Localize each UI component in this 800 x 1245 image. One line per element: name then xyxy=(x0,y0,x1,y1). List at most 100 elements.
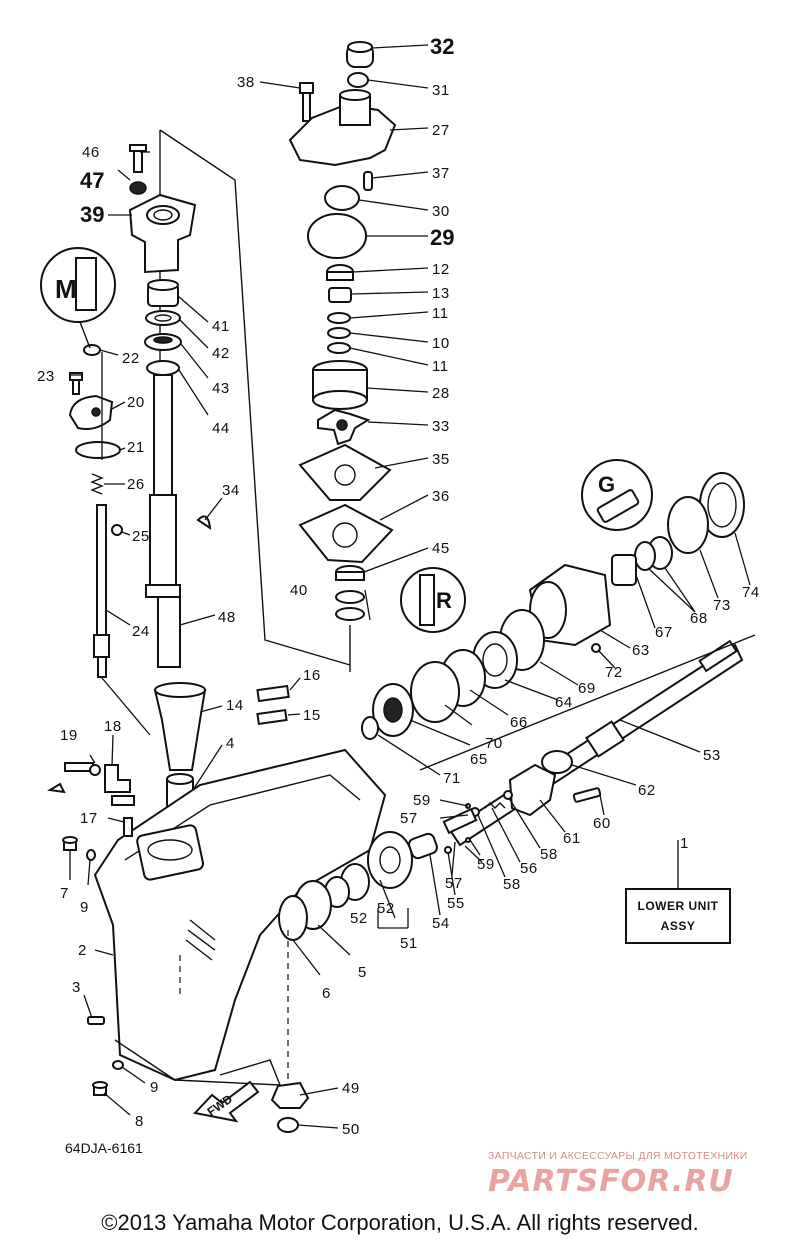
label-6: 6 xyxy=(322,985,331,1002)
label-51: 51 xyxy=(400,935,418,952)
inset-r-letter: R xyxy=(436,588,452,613)
part-2-lower-case xyxy=(93,748,387,1086)
part-35-outer-plate xyxy=(298,443,392,501)
part-13-seal xyxy=(328,287,352,303)
part-25-clip xyxy=(111,524,123,536)
label-11-lower: 11 xyxy=(432,358,449,375)
part-41-bearing xyxy=(147,279,179,307)
inset-r-detail xyxy=(400,567,466,633)
label-52-left: 52 xyxy=(350,910,368,927)
label-40: 40 xyxy=(290,582,308,599)
part-11-oring-upper xyxy=(327,312,351,324)
part-26-spring xyxy=(90,473,104,495)
part-18-hose-fitting xyxy=(104,764,131,793)
label-57-upper: 57 xyxy=(400,810,418,827)
label-19: 19 xyxy=(60,727,78,744)
part-24-shift-rod xyxy=(93,504,110,678)
watermark-logo: PARTSFOR.RU xyxy=(488,1164,734,1199)
part-56-spring xyxy=(484,802,506,809)
label-54: 54 xyxy=(432,915,450,932)
fwd-arrow xyxy=(193,1080,260,1123)
label-9-lower: 9 xyxy=(150,1079,159,1096)
label-52-right: 52 xyxy=(377,900,395,917)
label-50: 50 xyxy=(342,1121,360,1138)
inset-g-letter: G xyxy=(598,472,615,497)
label-39: 39 xyxy=(80,202,104,227)
label-69: 69 xyxy=(578,680,596,697)
part-42-seal xyxy=(145,310,181,326)
label-58-upper: 58 xyxy=(540,846,558,863)
label-71: 71 xyxy=(443,770,461,787)
label-20: 20 xyxy=(127,394,145,411)
part-50-nut xyxy=(277,1117,299,1133)
label-68: 68 xyxy=(690,610,708,627)
part-14-sleeve xyxy=(153,682,207,771)
label-42: 42 xyxy=(212,345,230,362)
part-40-oil-seals xyxy=(335,590,365,621)
part-68-oil-seals xyxy=(634,536,673,571)
part-29-gasket xyxy=(307,213,367,259)
label-9-upper: 9 xyxy=(80,899,89,916)
part-19-screw-set xyxy=(47,762,135,806)
part-70-shim xyxy=(410,661,460,723)
label-7: 7 xyxy=(60,885,69,902)
part-60-pin xyxy=(572,787,602,803)
part-36-gasket xyxy=(298,503,394,564)
label-36: 36 xyxy=(432,488,450,505)
part-22-washer xyxy=(83,344,101,356)
label-2: 2 xyxy=(78,942,87,959)
part-38-bolt xyxy=(299,82,314,122)
label-27: 27 xyxy=(432,122,450,139)
part-20-shift-cam xyxy=(68,394,114,430)
label-18: 18 xyxy=(104,718,122,735)
label-5: 5 xyxy=(358,964,367,981)
label-33: 33 xyxy=(432,418,450,435)
part-33-impeller xyxy=(317,408,371,446)
label-53: 53 xyxy=(703,747,721,764)
part-46-bolt xyxy=(129,144,147,173)
part-7-plug xyxy=(62,836,78,851)
part-forward-gear xyxy=(367,831,413,889)
part-12-seal xyxy=(326,264,354,281)
part-6-oring xyxy=(278,895,308,941)
part-65-reverse-gear xyxy=(372,683,414,737)
copyright-notice: ©2013 Yamaha Motor Corporation, U.S.A. A… xyxy=(101,1210,699,1235)
part-3-pin xyxy=(87,1016,105,1025)
label-21: 21 xyxy=(127,439,145,456)
label-41: 41 xyxy=(212,318,230,335)
part-11-oring-lower xyxy=(327,342,351,354)
label-30: 30 xyxy=(432,203,450,220)
label-3: 3 xyxy=(72,979,81,996)
part-28-insert-cartridge xyxy=(312,360,368,410)
label-62: 62 xyxy=(638,782,656,799)
label-72: 72 xyxy=(605,664,623,681)
inset-m-detail xyxy=(40,247,116,349)
part-48-drive-shaft xyxy=(145,374,181,668)
label-74: 74 xyxy=(742,584,760,601)
label-16: 16 xyxy=(303,667,321,684)
part-10-oring xyxy=(327,327,351,339)
label-17: 17 xyxy=(80,810,98,827)
label-73: 73 xyxy=(713,597,731,614)
label-12: 12 xyxy=(432,261,450,278)
document-code: 64DJA-6161 xyxy=(65,1140,143,1156)
label-31: 31 xyxy=(432,82,450,99)
part-71-washer xyxy=(361,716,379,740)
label-61: 61 xyxy=(563,830,581,847)
part-16-spacer xyxy=(256,684,290,703)
part-62-spring xyxy=(541,750,573,774)
label-28: 28 xyxy=(432,385,450,402)
label-10: 10 xyxy=(432,335,450,352)
label-11-upper: 11 xyxy=(432,305,449,322)
label-13: 13 xyxy=(432,285,450,302)
label-38: 38 xyxy=(237,74,255,91)
part-45-seal xyxy=(335,565,365,581)
part-67-bearing xyxy=(611,554,637,586)
watermark-tagline: ЗАПЧАСТИ И АКСЕССУАРЫ ДЛЯ МОТОТЕХНИКИ xyxy=(488,1150,748,1162)
part-17-plug xyxy=(123,817,133,837)
label-8: 8 xyxy=(135,1113,144,1130)
part-43-seal xyxy=(144,333,182,351)
part-21-oring xyxy=(75,441,121,459)
part-37-pin xyxy=(363,171,373,191)
